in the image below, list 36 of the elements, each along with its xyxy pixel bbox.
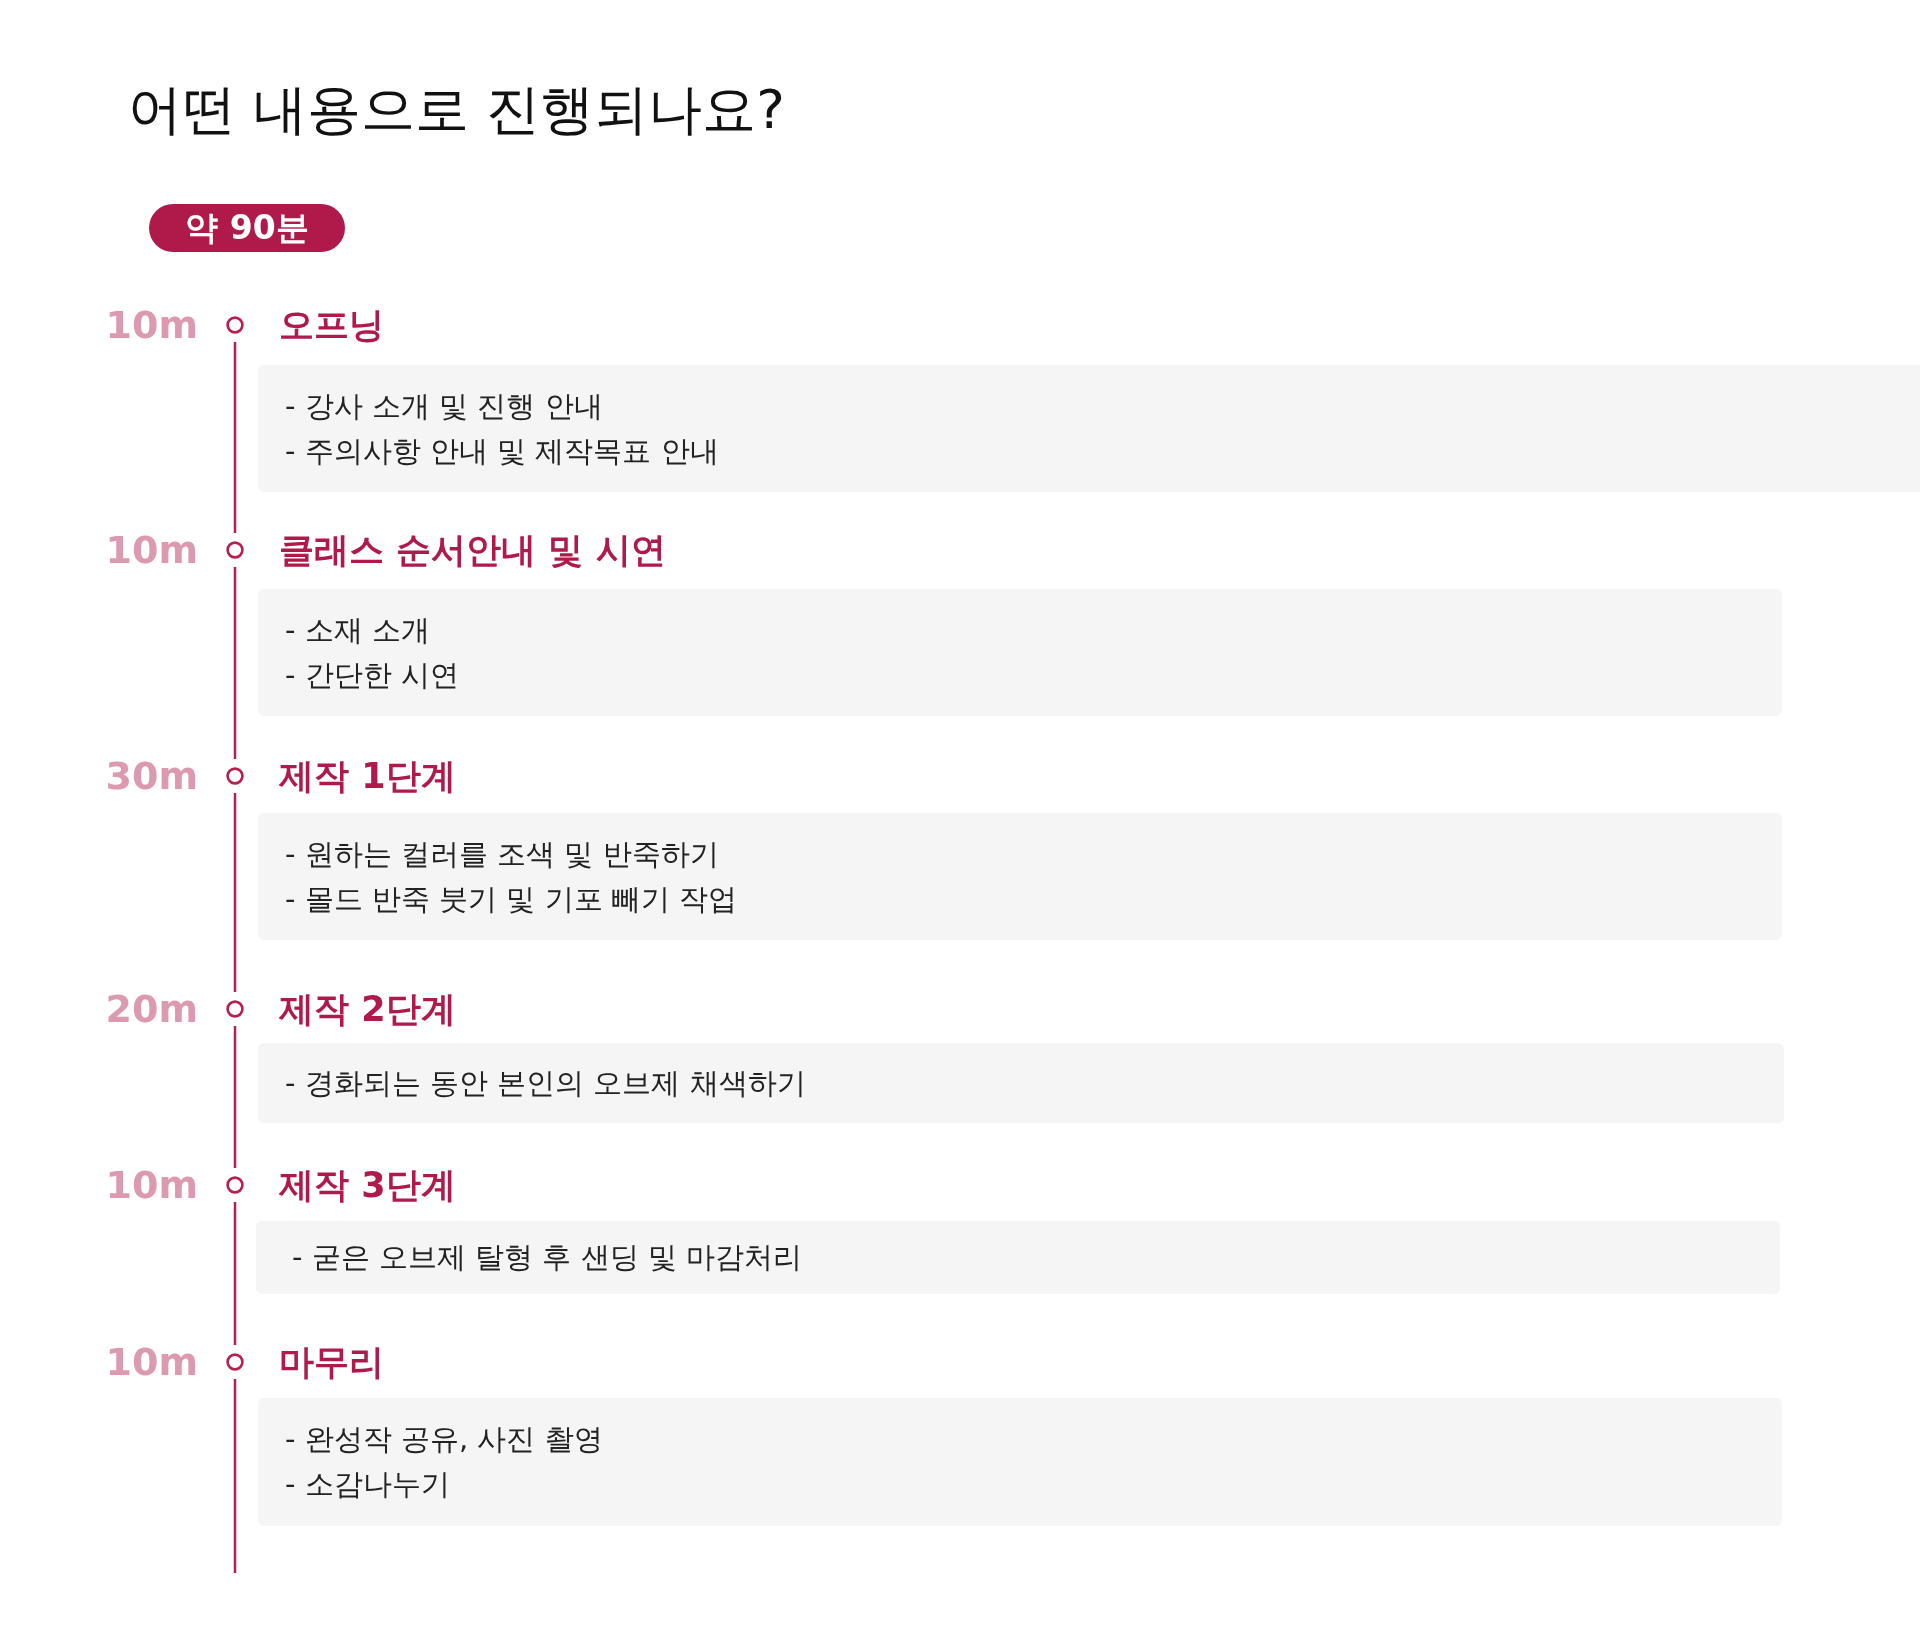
step-heading: 제작 1단계 [279, 755, 456, 798]
step-heading: 제작 3단계 [279, 1164, 456, 1207]
timeline-line [233, 1379, 237, 1573]
page-title: 어떤 내용으로 진행되나요? [128, 78, 785, 142]
ring-icon [226, 1176, 244, 1194]
ring-icon [226, 1353, 244, 1371]
timeline-line [233, 1026, 237, 1168]
duration-label: 10m [105, 1162, 198, 1209]
step-heading: 제작 2단계 [279, 988, 456, 1031]
list-item: - 주의사항 안내 및 제작목표 안내 [285, 432, 719, 470]
ring-icon [226, 767, 244, 785]
list-item: - 경화되는 동안 본인의 오브제 채색하기 [285, 1064, 806, 1102]
list-item: - 굳은 오브제 탈형 후 샌딩 및 마감처리 [292, 1239, 802, 1276]
duration-label: 10m [105, 302, 198, 349]
duration-pill: 약 90분 [149, 204, 345, 252]
timeline-line [233, 567, 237, 759]
list-item: - 소감나누기 [285, 1466, 450, 1503]
ring-icon [226, 316, 244, 334]
list-item: - 간단한 시연 [285, 656, 459, 694]
step-heading: 오프닝 [279, 304, 384, 347]
duration-label: 30m [105, 753, 198, 800]
ring-icon [226, 1000, 244, 1018]
duration-label: 10m [105, 527, 198, 574]
list-item: - 강사 소개 및 진행 안내 [285, 387, 603, 425]
duration-label: 20m [105, 986, 198, 1033]
list-item: - 몰드 반죽 붓기 및 기포 빼기 작업 [285, 880, 737, 918]
ring-icon [226, 541, 244, 559]
duration-label: 10m [105, 1339, 198, 1386]
timeline-line [233, 1202, 237, 1345]
timeline-line [233, 342, 237, 533]
step-heading: 클래스 순서안내 및 시연 [279, 529, 666, 572]
list-item: - 소재 소개 [285, 611, 430, 649]
timeline-line [233, 793, 237, 992]
list-item: - 원하는 컬러를 조색 및 반죽하기 [285, 835, 719, 873]
step-heading: 마무리 [279, 1341, 384, 1384]
list-item: - 완성작 공유, 사진 촬영 [285, 1421, 603, 1458]
